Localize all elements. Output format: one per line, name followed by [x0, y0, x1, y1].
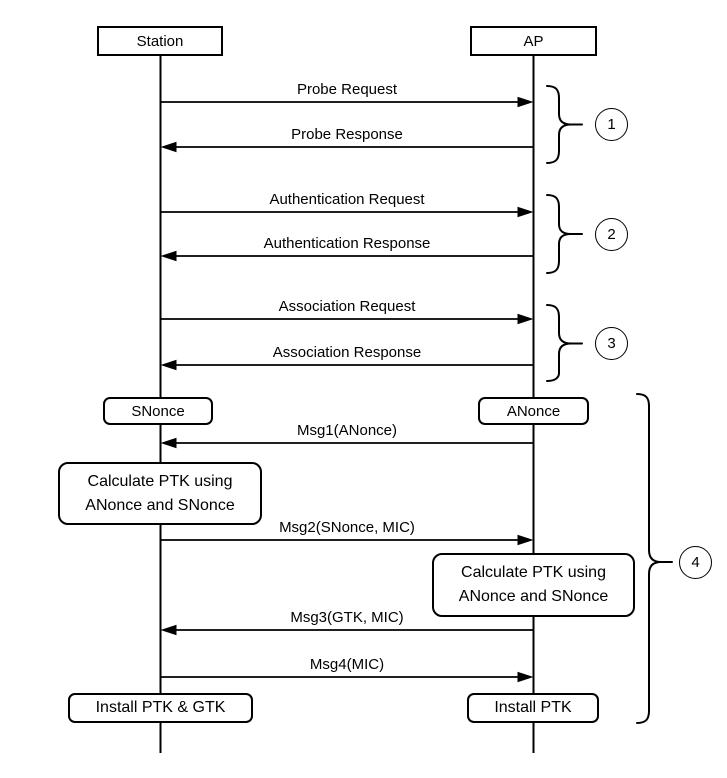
note-calc-station-line1: Calculate PTK using [87, 472, 233, 490]
arrowhead-left-icon [160, 250, 177, 262]
step-number-3: 3 [595, 327, 628, 360]
actor-label-station: Station [136, 32, 184, 50]
arrowhead-right-icon [517, 534, 534, 546]
step-number-2: 2 [595, 218, 628, 251]
arrowhead-left-icon [160, 624, 177, 636]
message-label-msg2: Msg2(SNonce, MIC) [279, 519, 415, 536]
note-snonce-label: SNonce [131, 402, 185, 420]
arrowhead-left-icon [160, 141, 177, 153]
arrowhead-right-icon [517, 313, 534, 325]
arrowhead-right-icon [517, 96, 534, 108]
step-4-label: 4 [691, 554, 700, 571]
note-anonce-label: ANonce [506, 402, 561, 420]
brace-group-2 [546, 194, 572, 274]
actor-box-station: Station [97, 26, 223, 56]
note-calc-ap-line1: Calculate PTK using [461, 564, 606, 581]
note-install-ap-label: Install PTK [494, 699, 572, 716]
step-number-1: 1 [595, 108, 628, 141]
arrowhead-left-icon [160, 359, 177, 371]
arrowhead-right-icon [517, 671, 534, 683]
brace-group-3 [546, 304, 572, 382]
actor-box-ap: AP [470, 26, 597, 56]
message-label-msg4: Msg4(MIC) [309, 656, 385, 673]
step-1-label: 1 [607, 116, 616, 133]
message-label-authentication-response: Authentication Response [263, 235, 431, 252]
step-2-label: 2 [607, 226, 616, 243]
step-3-label: 3 [607, 335, 616, 352]
message-label-probe-request: Probe Request [296, 81, 398, 98]
arrowhead-right-icon [517, 206, 534, 218]
note-calculate-ptk-station: Calculate PTK using ANonce and SNonce [58, 462, 262, 525]
group-braces [546, 85, 673, 724]
note-install-station-label: Install PTK & GTK [95, 699, 226, 716]
note-calculate-ptk-ap: Calculate PTK using ANonce and SNonce [432, 553, 635, 617]
note-install-ptk-gtk: Install PTK & GTK [68, 693, 253, 723]
message-label-association-response: Association Response [272, 344, 422, 361]
step-number-4: 4 [679, 546, 712, 579]
brace-group-1 [546, 85, 572, 164]
arrowhead-left-icon [160, 437, 177, 449]
note-calc-ap-line2: ANonce and SNonce [458, 588, 609, 605]
note-calc-station-line2: ANonce and SNonce [85, 496, 235, 514]
note-snonce: SNonce [103, 397, 213, 425]
message-arrows [160, 101, 534, 678]
arrowheads [160, 96, 534, 683]
message-label-probe-response: Probe Response [291, 126, 403, 143]
brace-group-4 [636, 393, 662, 724]
note-install-ptk: Install PTK [467, 693, 599, 723]
actor-label-ap: AP [523, 32, 544, 50]
message-label-msg3: Msg3(GTK, MIC) [290, 609, 404, 626]
message-label-msg1: Msg1(ANonce) [296, 422, 398, 439]
message-label-association-request: Association Request [278, 298, 416, 315]
message-label-authentication-request: Authentication Request [269, 191, 425, 208]
note-anonce: ANonce [478, 397, 589, 425]
